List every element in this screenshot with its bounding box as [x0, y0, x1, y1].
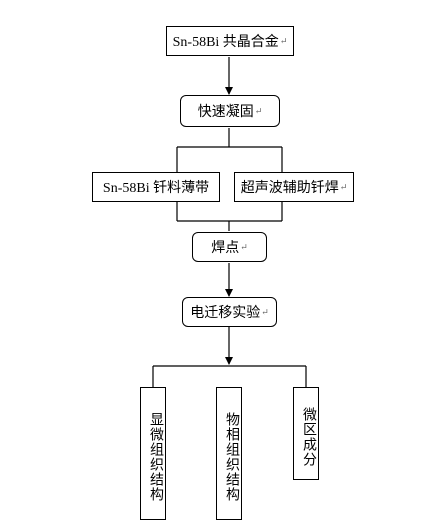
node-ultrasonic-label: 超声波辅助钎焊 — [240, 181, 339, 196]
node-rapid-solidification: 快速凝固↵ — [180, 95, 280, 127]
node-foil-label: Sn-58Bi 钎料薄带 — [102, 181, 210, 196]
node-joint-label: 焊点 — [211, 241, 240, 256]
node-electromigration-test: 电迁移实验↵ — [182, 297, 277, 327]
node-electromigration-label: 电迁移实验 — [190, 306, 261, 321]
paragraph-mark: ↵ — [339, 181, 348, 192]
node-phase-structure: 物相组织结构 — [216, 387, 242, 520]
paragraph-mark: ↵ — [254, 105, 263, 116]
node-solder-joint: 焊点↵ — [192, 232, 267, 262]
node-composition-label: 微区成分 — [301, 406, 316, 467]
node-microstructure: 显微组织结构 — [140, 387, 166, 520]
node-solidify-label: 快速凝固 — [197, 105, 254, 120]
node-phase-label: 物相组织结构 — [224, 411, 239, 502]
node-alloy-label: Sn-58Bi 共晶合金 — [172, 35, 279, 50]
paragraph-mark: ↵ — [279, 35, 288, 46]
node-solder-foil: Sn-58Bi 钎料薄带 — [92, 172, 220, 202]
node-sn58bi-eutectic-alloy: Sn-58Bi 共晶合金↵ — [166, 26, 294, 56]
node-microstructure-label: 显微组织结构 — [148, 411, 163, 502]
node-ultrasonic-soldering: 超声波辅助钎焊↵ — [234, 172, 354, 202]
paragraph-mark: ↵ — [240, 241, 248, 252]
node-micro-area-composition: 微区成分 — [293, 387, 319, 480]
paragraph-mark: ↵ — [261, 306, 269, 317]
